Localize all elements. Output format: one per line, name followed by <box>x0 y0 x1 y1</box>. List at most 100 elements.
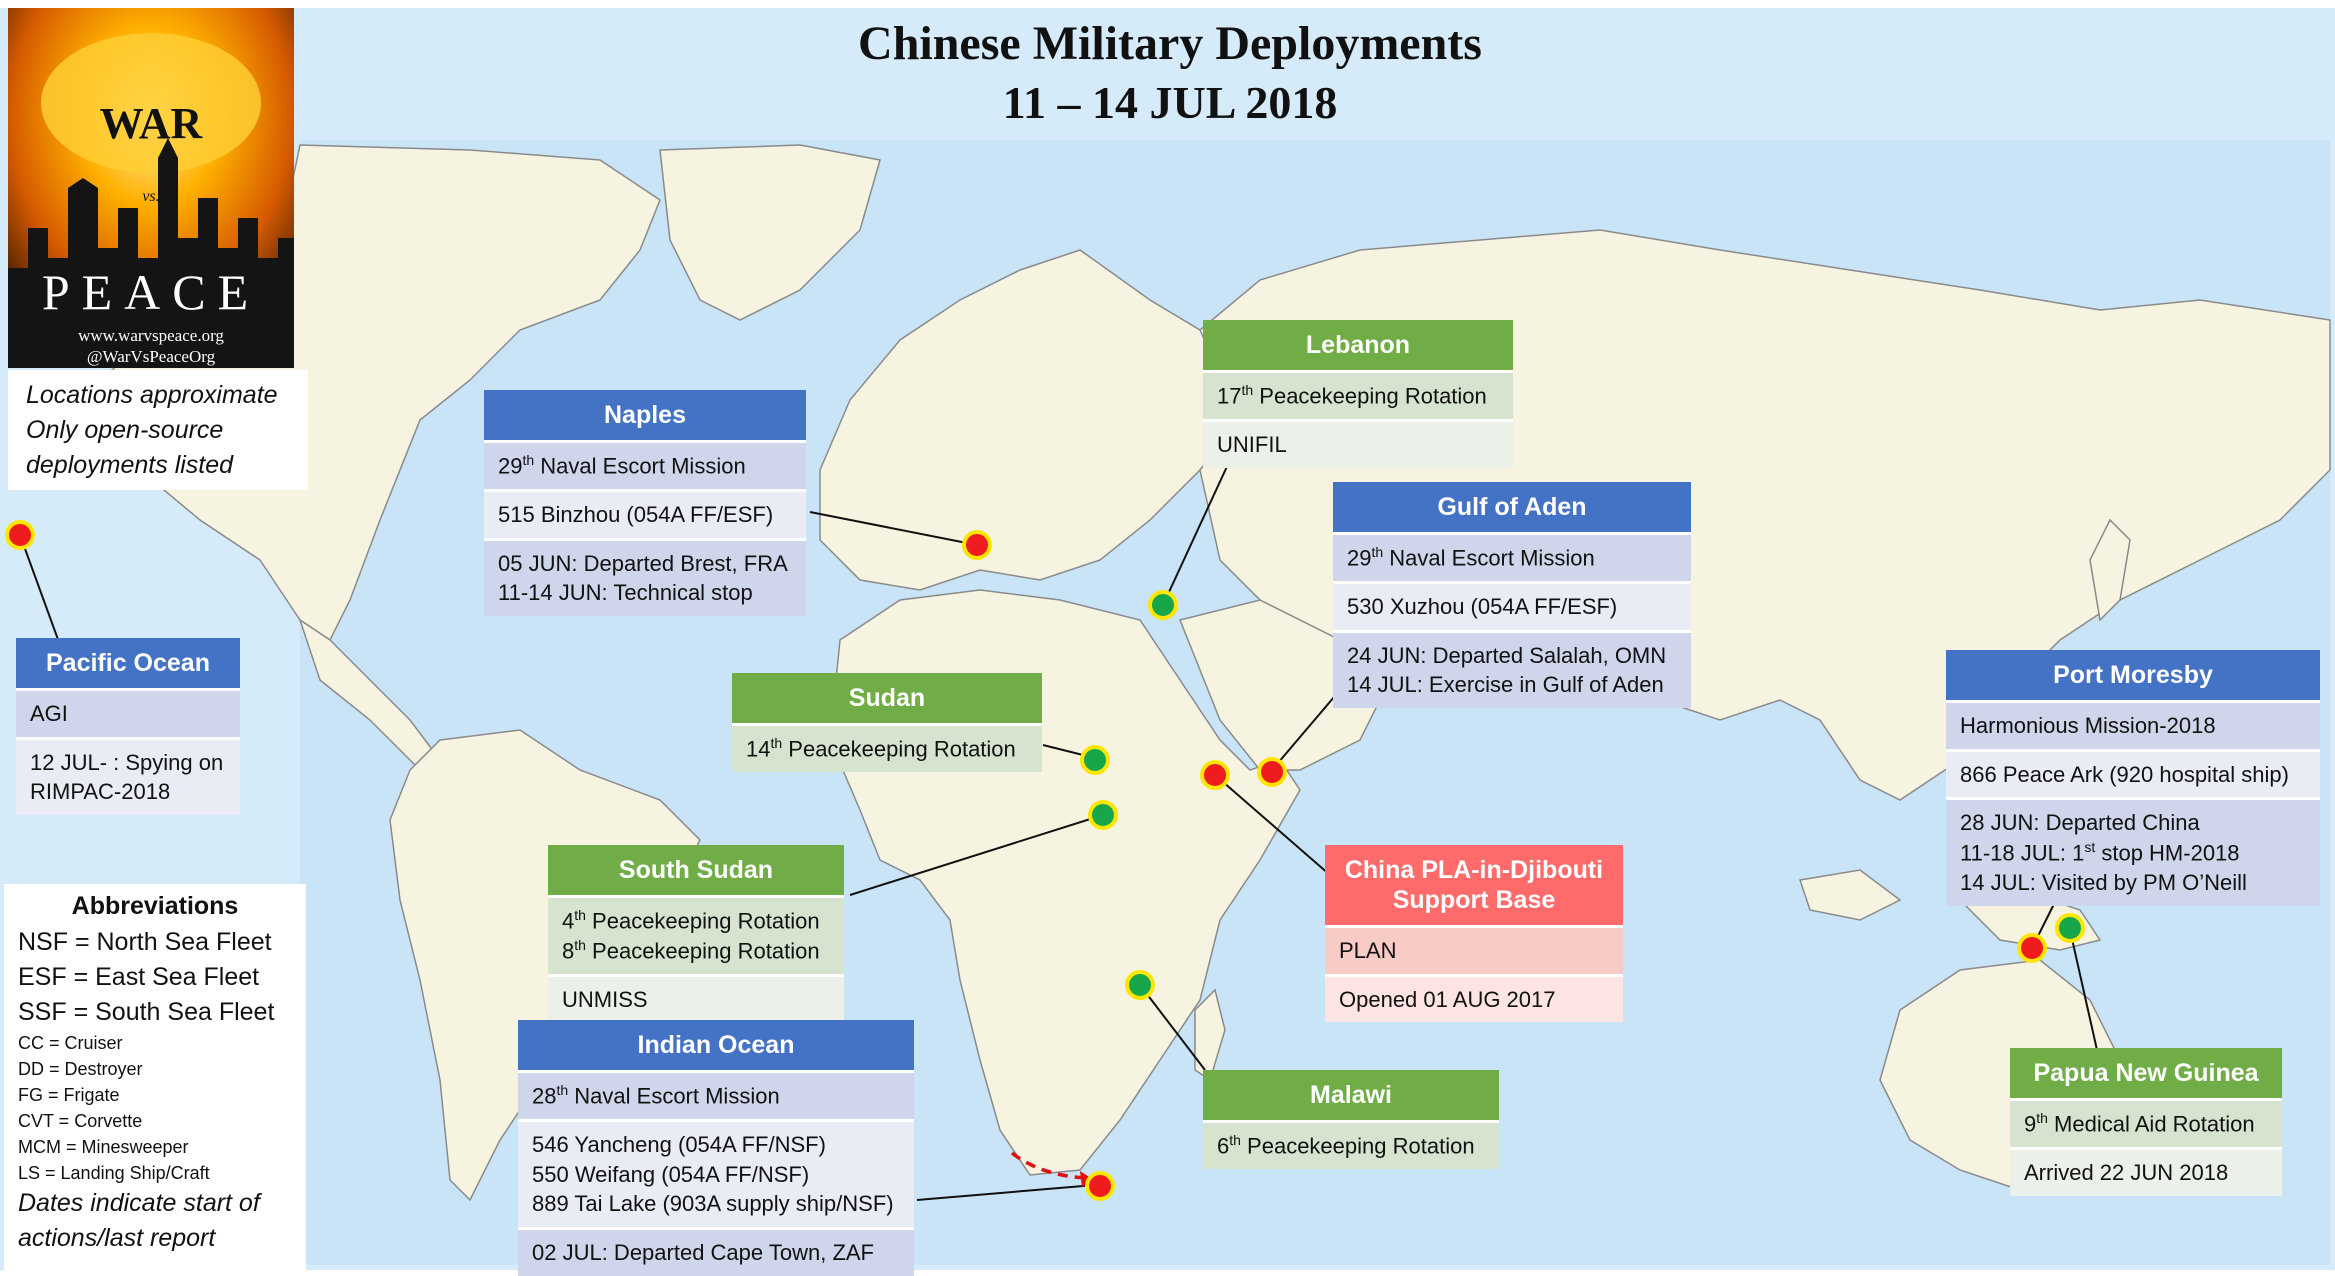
ordinal-suffix: th <box>2036 1110 2048 1126</box>
callout-sudan: Sudan 14th Peacekeeping Rotation <box>732 673 1042 773</box>
callout-row: 866 Peace Ark (920 hospital ship) <box>1946 748 2320 798</box>
row-text: Peacekeeping Rotation <box>782 736 1016 762</box>
ordinal-number: 29 <box>1347 545 1372 571</box>
callout-row: 6th Peacekeeping Rotation <box>1203 1120 1499 1170</box>
marker-south-sudan[interactable] <box>1088 800 1118 830</box>
row-text: stop HM-2018 <box>2095 840 2240 866</box>
callout-row: 24 JUN: Departed Salalah, OMN 14 JUL: Ex… <box>1333 629 1691 709</box>
abbr-item: LS = Landing Ship/Craft <box>18 1163 210 1183</box>
callout-row: 546 Yancheng (054A FF/NSF) 550 Weifang (… <box>518 1119 914 1228</box>
callout-line: 14 JUL: Exercise in Gulf of Aden <box>1347 672 1664 698</box>
logo-handle: @WarVsPeaceOrg <box>86 347 216 366</box>
lebanon-connector <box>1162 459 1231 606</box>
callout-row: 17th Peacekeeping Rotation <box>1203 370 1513 420</box>
callout-title: Pacific Ocean <box>16 638 240 688</box>
ordinal-number: 9 <box>2024 1111 2037 1137</box>
callout-row: 12 JUL- : Spying on RIMPAC-2018 <box>16 736 240 816</box>
marker-pacific[interactable] <box>5 520 35 550</box>
arabia-landmass <box>1178 599 1381 771</box>
ordinal-number: 17 <box>1217 383 1242 409</box>
callout-title: Port Moresby <box>1946 650 2320 700</box>
note-line: deployments listed <box>26 451 234 479</box>
callout-row: UNMISS <box>548 974 844 1023</box>
marker-djibouti[interactable] <box>1200 760 1230 790</box>
ordinal-number: 6 <box>1217 1133 1230 1159</box>
ordinal-suffix: th <box>522 452 535 468</box>
callout-papua-new-guinea: Papua New Guinea 9th Medical Aid Rotatio… <box>2010 1048 2282 1196</box>
abbr-item: CVT = Corvette <box>18 1111 143 1131</box>
callout-lebanon: Lebanon 17th Peacekeeping Rotation UNIFI… <box>1203 320 1513 468</box>
callout-row: 515 Binzhou (054A FF/ESF) <box>484 489 806 538</box>
marker-lebanon[interactable] <box>1148 590 1178 620</box>
indonesia-landmass <box>1799 869 1902 921</box>
callout-title-line: Support Base <box>1392 886 1556 914</box>
marker-indian-ocean[interactable] <box>1085 1171 1115 1201</box>
callout-port-moresby: Port Moresby Harmonious Mission-2018 866… <box>1946 650 2320 906</box>
logo-peace-text: PEACE <box>41 264 261 320</box>
callout-line: 546 Yancheng (054A FF/NSF) <box>532 1132 826 1158</box>
callout-indian-ocean: Indian Ocean 28th Naval Escort Mission 5… <box>518 1020 914 1276</box>
ordinal-number: 8 <box>562 938 575 964</box>
callout-title: Indian Ocean <box>518 1020 914 1070</box>
row-text: Peacekeeping Rotation <box>585 938 820 964</box>
row-text: Peacekeeping Rotation <box>585 908 820 934</box>
greenland-landmass <box>659 144 881 321</box>
callout-title: China PLA-in-Djibouti Support Base <box>1325 845 1623 925</box>
row-text: Peacekeeping Rotation <box>1253 383 1487 409</box>
callout-row: Arrived 22 JUN 2018 <box>2010 1147 2282 1196</box>
row-text: Naval Escort Mission <box>534 453 746 479</box>
callout-line: RIMPAC-2018 <box>30 779 171 805</box>
djibouti-connector <box>1214 774 1331 876</box>
callout-row: 28 JUN: Departed China 11-18 JUL: 1st st… <box>1946 797 2320 906</box>
row-text: Medical Aid Rotation <box>2047 1111 2255 1137</box>
callout-row: UNIFIL <box>1203 419 1513 468</box>
callout-line: 11-18 JUL: 1st stop HM-2018 <box>1960 838 2306 868</box>
abbr-item: MCM = Minesweeper <box>18 1137 189 1157</box>
indian-connector <box>916 1184 1096 1201</box>
callout-line: 14 JUL: Visited by PM O’Neill <box>1960 870 2247 896</box>
row-text: Naval Escort Mission <box>1383 545 1595 571</box>
ordinal-suffix: th <box>770 735 783 751</box>
marker-port-moresby[interactable] <box>2017 933 2047 963</box>
abbr-item: CC = Cruiser <box>18 1033 123 1053</box>
marker-sudan[interactable] <box>1080 745 1110 775</box>
abbr-item: FG = Frigate <box>18 1085 120 1105</box>
callout-gulf-of-aden: Gulf of Aden 29th Naval Escort Mission 5… <box>1333 482 1691 709</box>
row-text: Naval Escort Mission <box>568 1083 780 1109</box>
callout-line: 889 Tai Lake (903A supply ship/NSF) <box>532 1191 894 1217</box>
ordinal-suffix: th <box>556 1082 569 1098</box>
png-connector <box>2069 929 2098 1051</box>
logo-art <box>8 8 294 368</box>
abbr-item: DD = Destroyer <box>18 1059 143 1079</box>
abbr-item: NSF = North Sea Fleet <box>18 928 272 956</box>
logo-site: www.warvspeace.org <box>78 326 224 345</box>
marker-naples[interactable] <box>962 530 992 560</box>
callout-title-line: China PLA-in-Djibouti <box>1344 856 1604 884</box>
callout-south-sudan: South Sudan 4th Peacekeeping Rotation 8t… <box>548 845 844 1023</box>
callout-row: 4th Peacekeeping Rotation 8th Peacekeepi… <box>548 895 844 975</box>
ordinal-number: 29 <box>498 453 523 479</box>
ordinal-suffix: th <box>1229 1132 1241 1148</box>
callout-line: 28 JUN: Departed China <box>1960 810 2200 836</box>
marker-papua-new-guinea[interactable] <box>2055 913 2085 943</box>
abbreviations-title: Abbreviations <box>71 892 239 920</box>
route-dashed-line <box>1010 1151 1086 1180</box>
row-text: Peacekeeping Rotation <box>1240 1133 1475 1159</box>
callout-line: 05 JUN: Departed Brest, FRA <box>498 550 788 576</box>
title-band <box>300 8 2330 140</box>
ordinal-suffix: st <box>2084 839 2096 856</box>
disclaimer-note: Locations approximate Only open-source d… <box>8 370 308 490</box>
callout-row: 14th Peacekeeping Rotation <box>732 723 1042 773</box>
marker-malawi[interactable] <box>1125 970 1155 1000</box>
callout-line: 12 JUL- : Spying on <box>30 749 224 775</box>
marker-gulf-of-aden[interactable] <box>1257 757 1287 787</box>
callout-title: Sudan <box>732 673 1042 723</box>
south-sudan-connector <box>849 814 1104 896</box>
callout-title: Lebanon <box>1203 320 1513 370</box>
abbr-item: SSF = South Sea Fleet <box>18 998 275 1026</box>
callout-row: PLAN <box>1325 925 1623 974</box>
row-text: 11-18 JUL: 1 <box>1960 840 2085 866</box>
japan-landmass <box>2089 518 2131 622</box>
callout-title: South Sudan <box>548 845 844 895</box>
